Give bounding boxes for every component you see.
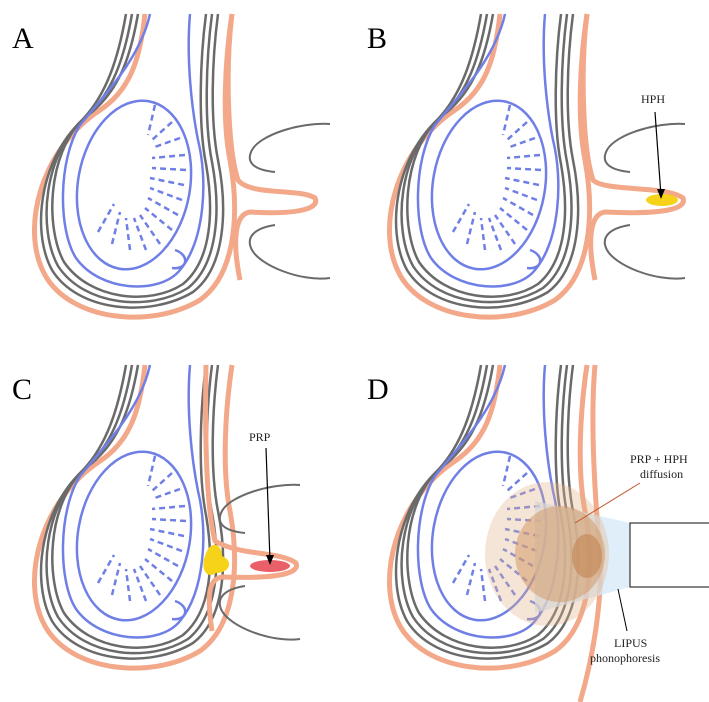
- diffusion-label-line1: PRP + HPH: [630, 452, 688, 466]
- panel-letter: A: [12, 22, 34, 55]
- lipus-label-line2: phonophoresis: [590, 651, 660, 665]
- panel-b: HPH B: [367, 14, 685, 317]
- panel-letter: C: [12, 373, 32, 406]
- panel-a: A: [12, 14, 330, 317]
- hph-label: HPH: [641, 92, 665, 106]
- diffusion-label-line2: diffusion: [640, 467, 683, 481]
- panel-letter: B: [367, 22, 387, 55]
- lipus-probe: [630, 523, 709, 587]
- skin-fold: [206, 365, 297, 631]
- prp-label: PRP: [249, 430, 271, 444]
- skin-fold: [228, 14, 316, 280]
- lipus-label-line1: LIPUS: [614, 636, 647, 650]
- panel-d: PRP + HPH diffusion LIPUS phonophoresis …: [367, 365, 709, 702]
- probe-leader: [618, 589, 627, 631]
- pointer-arrow: [266, 448, 270, 561]
- panel-letter: D: [367, 373, 389, 406]
- skin-fold: [583, 14, 683, 280]
- panel-c: PRP C: [12, 365, 300, 668]
- diffusion-core: [572, 534, 602, 578]
- hph-deposit: [203, 545, 229, 575]
